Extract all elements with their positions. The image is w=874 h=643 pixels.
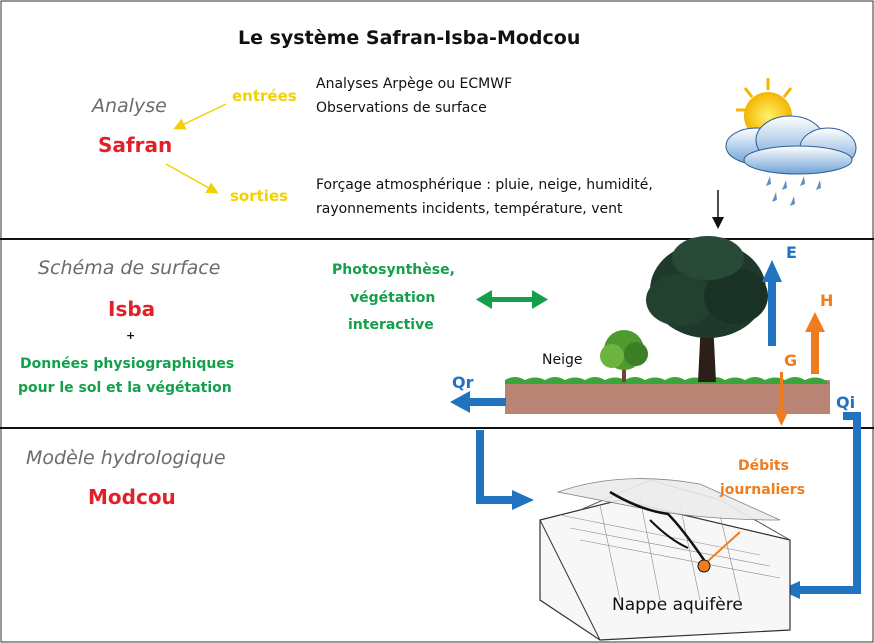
debits-line-2: journaliers — [720, 482, 806, 498]
entrees-arrow — [173, 103, 227, 130]
output-line-1: Forçage atmosphérique : pluie, neige, hu… — [316, 177, 653, 193]
photo-line-1: Photosynthèse, — [332, 262, 455, 278]
diagram-title: Le système Safran-Isba-Modcou — [238, 27, 581, 49]
modele-hydro-label: Modèle hydrologique — [26, 447, 226, 469]
nappe-aquifere-label: Nappe aquifère — [612, 595, 743, 615]
big-tree-icon — [646, 236, 768, 382]
photo-line-3: interactive — [348, 317, 434, 333]
schema-surface-label: Schéma de surface — [38, 257, 221, 279]
weather-icon — [725, 78, 857, 206]
E-flux-arrow — [762, 260, 782, 346]
sorties-arrow — [165, 163, 219, 194]
photo-line-2: végétation — [350, 290, 436, 306]
input-line-1: Analyses Arpège ou ECMWF — [316, 76, 513, 92]
neige-label: Neige — [542, 352, 583, 368]
Qi-label: Qi — [836, 393, 856, 412]
Qr-label: Qr — [452, 373, 474, 392]
sorties-label: sorties — [230, 187, 289, 205]
entrees-label: entrées — [232, 87, 297, 105]
debits-line-1: Débits — [738, 458, 789, 474]
aquifer-block-icon — [539, 478, 791, 641]
input-line-2: Observations de surface — [316, 100, 487, 116]
plus-label: + — [126, 329, 136, 342]
grass — [505, 377, 830, 384]
Qr-arrow — [450, 391, 506, 413]
photosynthesis-double-arrow — [476, 290, 548, 309]
physio-line-1: Données physiographiques — [20, 356, 235, 372]
E-label: E — [786, 243, 797, 262]
safran-label: Safran — [98, 133, 173, 157]
small-tree-icon — [600, 330, 648, 382]
soil-layer — [505, 380, 830, 414]
Qr-path — [476, 430, 514, 504]
analyse-label: Analyse — [92, 95, 167, 117]
G-flux-arrow — [775, 372, 788, 426]
isba-label: Isba — [108, 297, 156, 321]
G-label: G — [784, 351, 798, 370]
modcou-label: Modcou — [88, 485, 176, 509]
output-line-2: rayonnements incidents, température, ven… — [316, 201, 623, 217]
Qi-path — [800, 412, 861, 594]
H-flux-arrow — [805, 312, 825, 374]
physio-line-2: pour le sol et la végétation — [18, 380, 232, 396]
H-label: H — [820, 291, 834, 310]
